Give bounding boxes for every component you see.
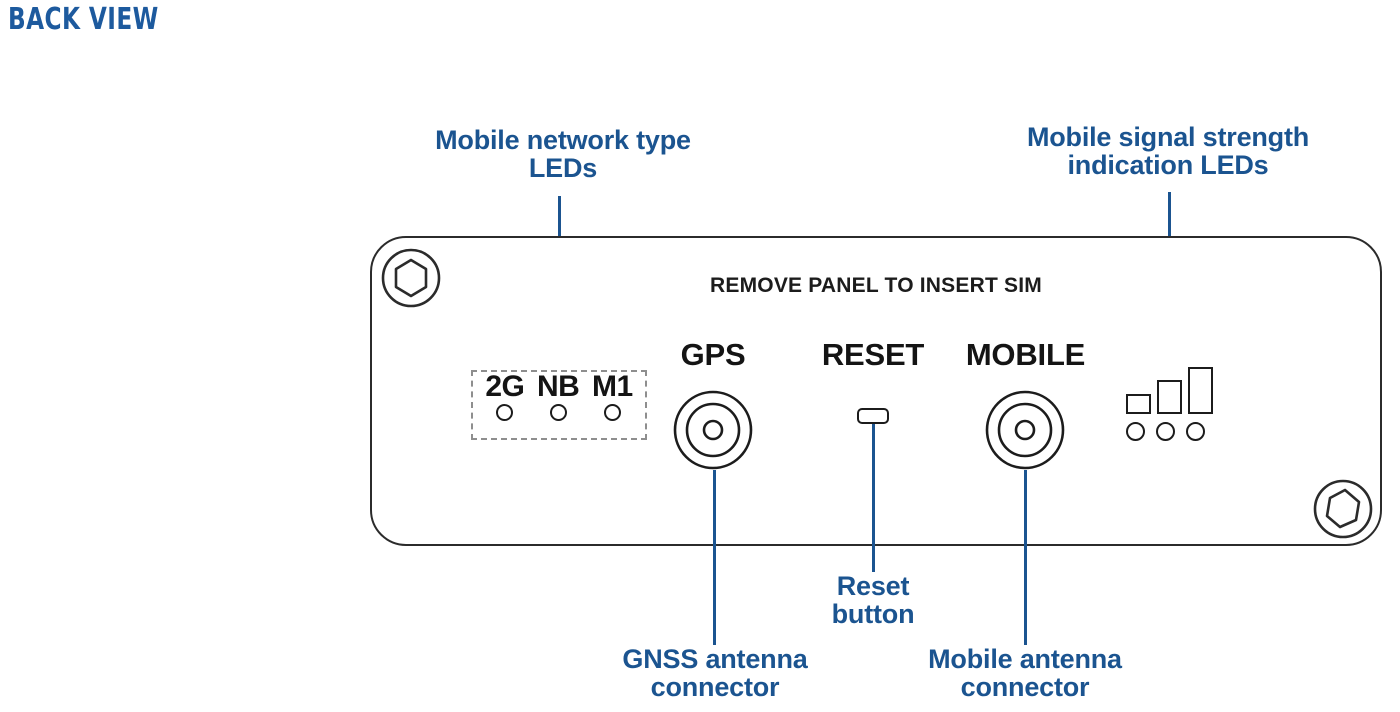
page-title: BACK VIEW bbox=[8, 2, 159, 37]
panel-sim-instruction: REMOVE PANEL TO INSERT SIM bbox=[710, 274, 1042, 297]
reset-port-caption: RESET bbox=[821, 337, 925, 372]
signal-bar-1 bbox=[1126, 394, 1151, 414]
led-indicator-icon bbox=[1186, 422, 1205, 441]
led-indicator-icon bbox=[496, 403, 514, 421]
signal-bar-2 bbox=[1157, 380, 1182, 414]
mobile-port-caption: MOBILE bbox=[965, 337, 1086, 372]
led-indicator-icon bbox=[549, 403, 567, 421]
network-led-nb-label: NB bbox=[536, 370, 580, 403]
gps-port-caption: GPS bbox=[680, 337, 746, 372]
signal-bars bbox=[1126, 366, 1213, 414]
network-led-nb: NB bbox=[536, 370, 580, 421]
leader-line-gnss-antenna-connector bbox=[713, 470, 716, 645]
callout-reset-button: Reset button bbox=[831, 571, 915, 630]
leader-line-mobile-antenna-connector bbox=[1024, 470, 1027, 645]
network-led-2g: 2G bbox=[485, 370, 525, 421]
callout-mobile-network-type-leds: Mobile network type LEDs bbox=[435, 125, 691, 184]
callout-mobile-signal-strength-leds: Mobile signal strength indication LEDs bbox=[1026, 122, 1310, 181]
top-left-hex-screw-icon bbox=[380, 247, 442, 309]
bottom-right-hex-screw-icon bbox=[1312, 478, 1374, 540]
callout-mobile-antenna-connector: Mobile antenna connector bbox=[928, 644, 1122, 703]
network-led-m1: M1 bbox=[591, 370, 633, 421]
callout-gnss-antenna-connector: GNSS antenna connector bbox=[622, 644, 808, 703]
network-led-m1-label: M1 bbox=[591, 370, 633, 403]
signal-bar-3 bbox=[1188, 367, 1213, 414]
network-led-2g-label: 2G bbox=[485, 370, 525, 403]
led-indicator-icon bbox=[1126, 422, 1145, 441]
signal-strength-indicator bbox=[1126, 366, 1213, 441]
leader-line-reset-button bbox=[872, 424, 875, 572]
reset-push-button[interactable] bbox=[857, 408, 889, 424]
led-indicator-icon bbox=[603, 403, 621, 421]
network-type-led-group: 2G NB M1 bbox=[471, 370, 647, 440]
signal-led-row bbox=[1126, 422, 1206, 441]
gps-coaxial-connector[interactable] bbox=[673, 390, 753, 470]
device-back-panel: REMOVE PANEL TO INSERT SIM bbox=[370, 236, 1382, 546]
mobile-coaxial-connector[interactable] bbox=[985, 390, 1065, 470]
led-indicator-icon bbox=[1156, 422, 1175, 441]
